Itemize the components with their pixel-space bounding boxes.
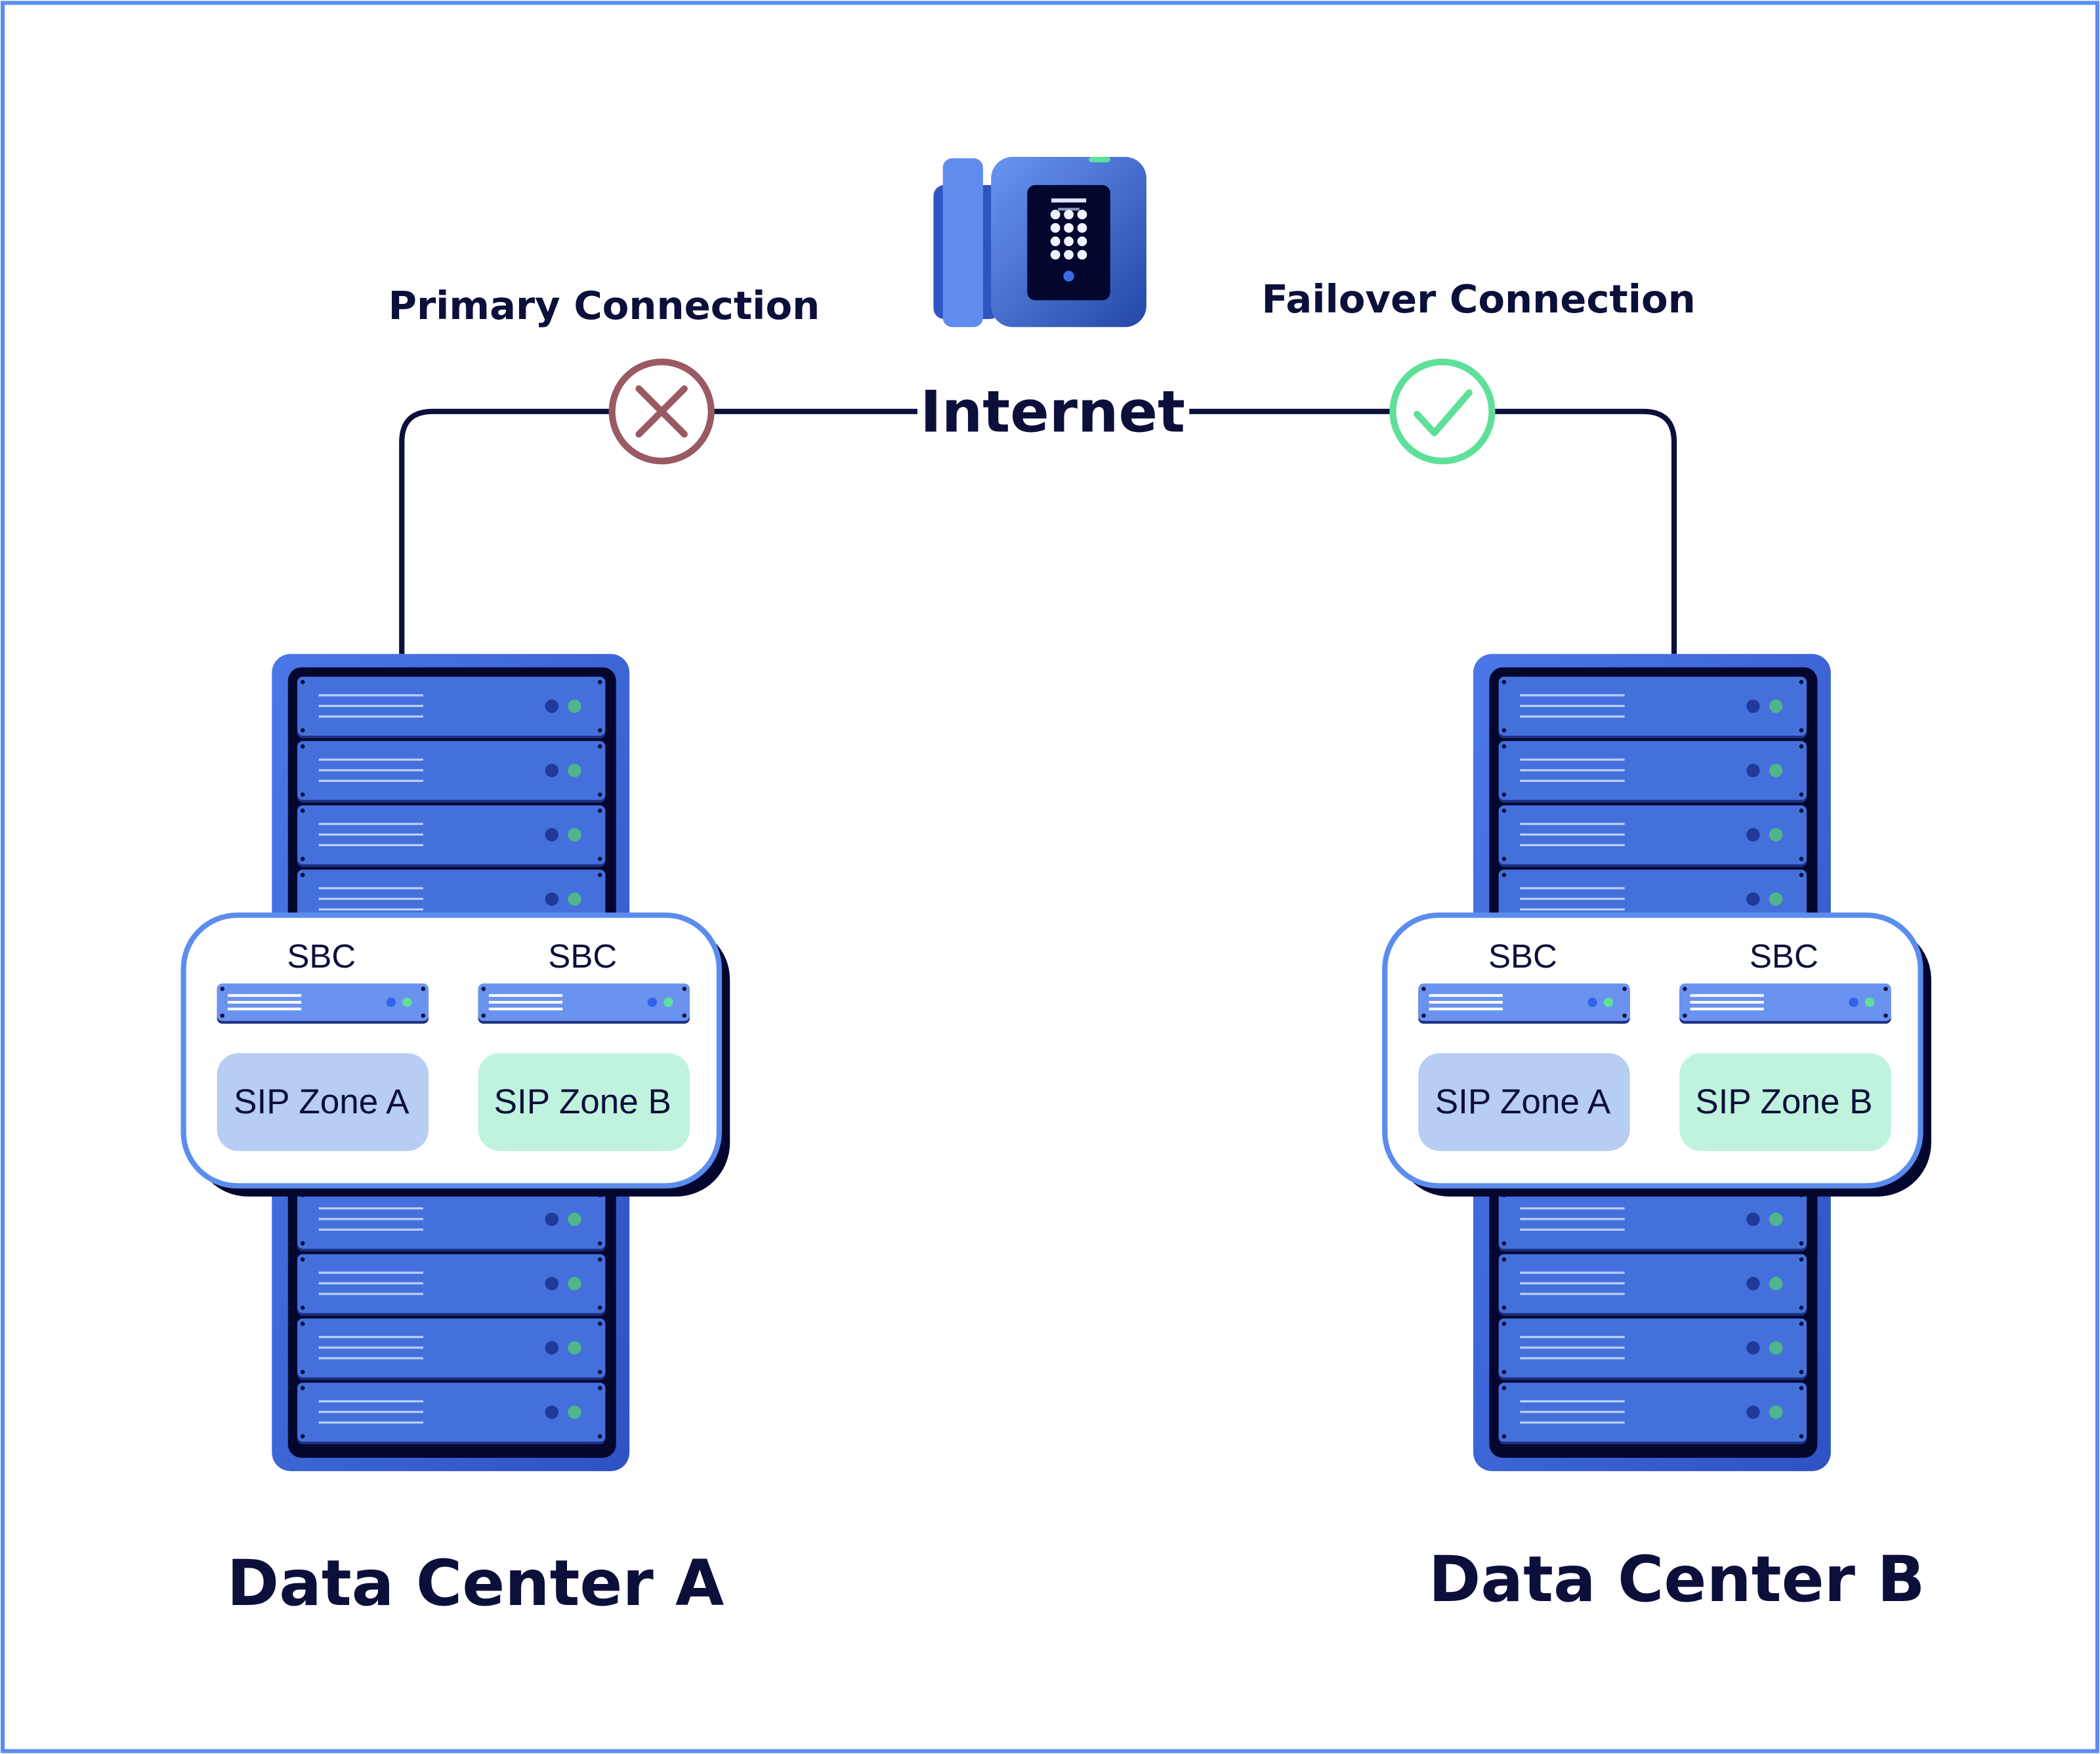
keypad-key [1064,223,1074,233]
sbc-server-icon [1418,983,1630,1024]
keypad-key [1077,223,1087,233]
keypad-key [1050,236,1060,246]
sbc-label: SBC [287,937,356,975]
sip-zone-a [1418,1053,1630,1151]
rack-unit [297,1254,606,1316]
internet-label: Internet [920,378,1185,445]
rack-unit [1498,1318,1807,1380]
data-center-a: SBC SIP Zone A SBC SIP Zone B Data Center A [180,654,730,1620]
keypad-key [1050,223,1060,233]
rack-unit [297,740,606,803]
rack-unit [297,1382,606,1445]
failover-connection-label: Failover Connection [1261,276,1695,322]
keypad-key [1077,236,1087,246]
keypad-key [1077,209,1087,220]
check-circle-icon [1389,358,1496,465]
sip-zone-label: SIP Zone A [234,1082,410,1121]
sip-zone-b [478,1053,690,1151]
x-circle-icon [608,358,715,465]
data-center-b: SBC SIP Zone A SBC SIP Zone B Data Center B [1382,654,1931,1616]
sip-zone-b [1679,1053,1891,1151]
keypad-key [1064,249,1074,260]
sbc-server-icon [1679,983,1891,1024]
sip-zone-label: SIP Zone B [494,1082,671,1121]
sip-zone-label: SIP Zone A [1435,1082,1611,1121]
keypad-key [1064,236,1074,246]
keypad-key [1050,249,1060,260]
keypad-key [1064,209,1074,220]
data-center-label: Data Center B [1429,1543,1925,1616]
rack-unit [297,676,606,738]
keypad-key [1077,249,1087,260]
rack-unit [1498,1382,1807,1445]
data-center-label: Data Center A [227,1547,724,1620]
primary-connection-line [399,408,917,654]
rack-unit [1498,676,1807,738]
rack-unit [297,805,606,867]
primary-connection-label: Primary Connection [388,283,820,328]
rack-unit [1498,1254,1807,1316]
sip-zone-label: SIP Zone B [1695,1082,1872,1121]
sip-zone-a [217,1053,429,1151]
keypad-key [1050,209,1060,220]
rack-unit [1498,740,1807,803]
rack-unit [1498,1189,1807,1252]
sbc-label: SBC [548,937,617,975]
rack-unit [1498,805,1807,867]
sbc-label: SBC [1750,937,1818,975]
failover-connection-line [1189,408,1677,654]
sbc-server-icon [217,983,429,1024]
sbc-label: SBC [1488,937,1557,975]
rack-unit [297,1189,606,1252]
sbc-server-icon [478,983,690,1024]
rack-unit [297,1318,606,1380]
desk-phone-icon [933,157,1146,328]
